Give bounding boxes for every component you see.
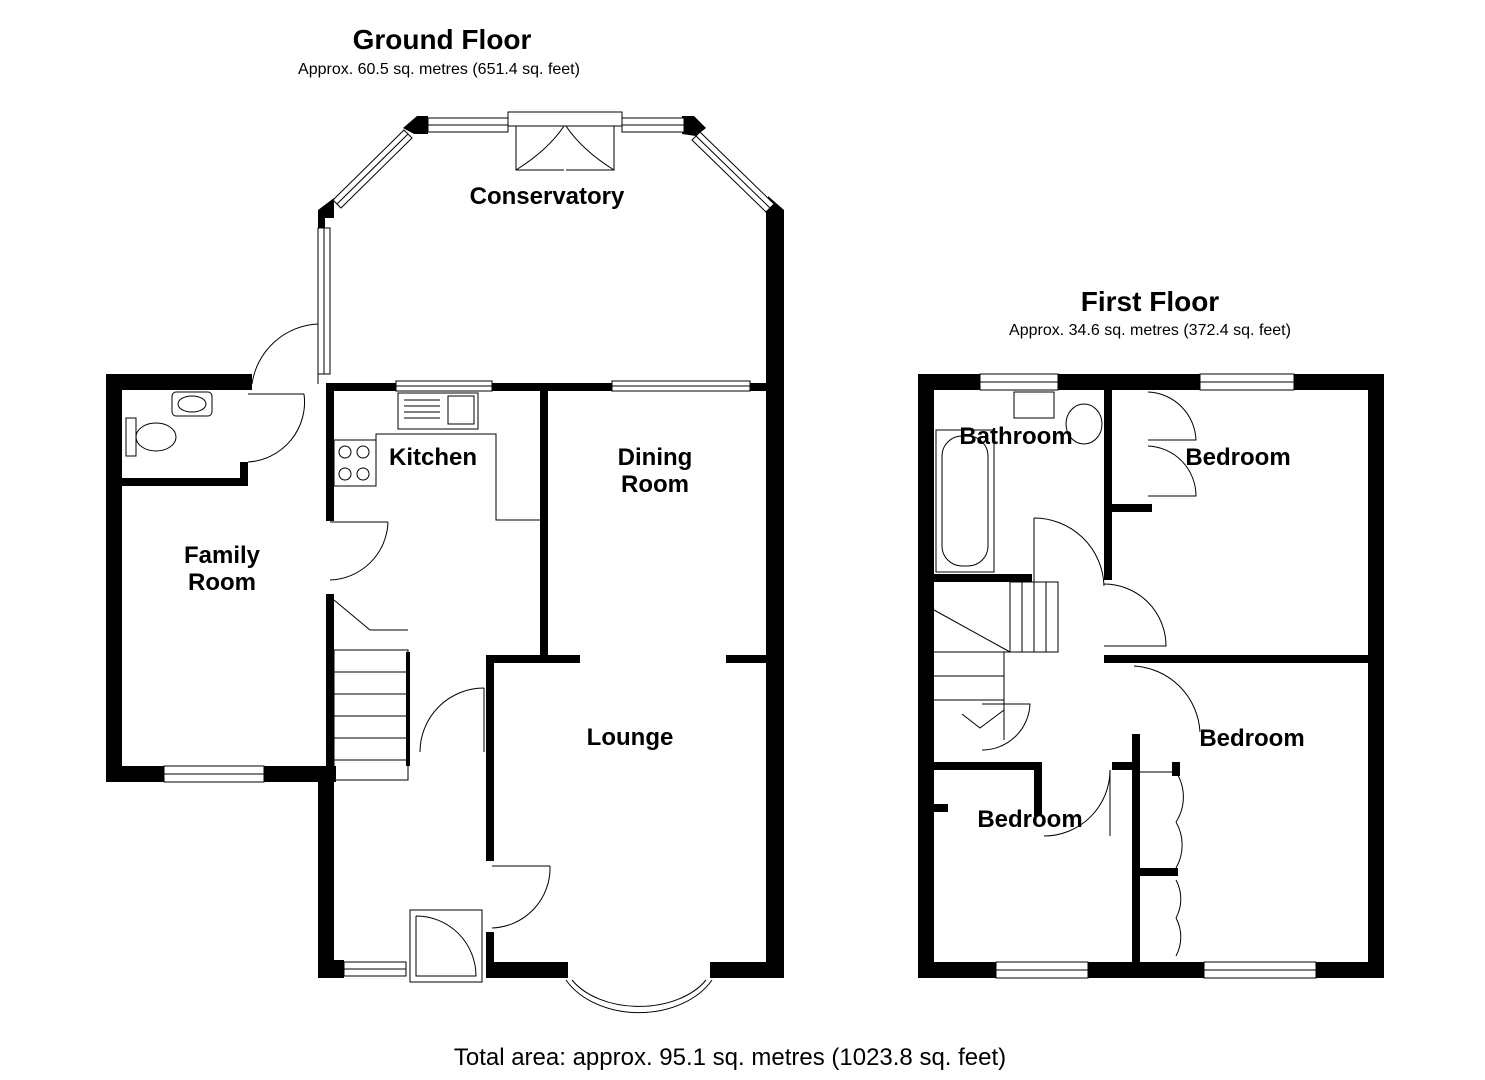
family-room-north-wall [106, 374, 252, 390]
kitchen-door [329, 521, 389, 581]
cloakroom-toilet-cistern [125, 417, 137, 457]
hall-west-wall [318, 766, 334, 978]
bathroom-east-wall [1104, 390, 1112, 580]
french-door-left [515, 126, 564, 171]
understairs-door [419, 687, 485, 753]
bathroom-basin [1013, 391, 1055, 419]
room-label-bedroom-left: Bedroom [977, 806, 1082, 833]
ground-floor-area: Approx. 60.5 sq. metres (651.4 sq. feet) [298, 61, 580, 78]
kitchen-hob [333, 439, 377, 487]
conservatory-door [251, 323, 319, 385]
conservatory-corner-top-left [403, 116, 428, 134]
wardrobe-door-right-2 [1175, 879, 1182, 919]
kitchen-west-wall [326, 383, 334, 521]
french-door-right [566, 126, 615, 171]
bedroom-divider-wall [1104, 655, 1368, 663]
room-label-conservatory: Conservatory [470, 183, 625, 210]
bedroom-left-door [1043, 769, 1111, 837]
bath [935, 429, 995, 573]
ground-floor-title: Ground Floor [352, 24, 532, 55]
lounge-west-wall [486, 655, 494, 861]
front-door-frame [409, 909, 483, 983]
room-label-dining-2: Room [621, 471, 689, 498]
conservatory-corner-right [768, 196, 784, 216]
kitchen-dining-wall [540, 383, 548, 655]
front-door [415, 915, 477, 977]
cloakroom-wall [122, 478, 248, 486]
bathroom-south-wall [934, 574, 1032, 582]
room-label-bedroom-right: Bedroom [1199, 725, 1304, 752]
family-room-west-wall [106, 374, 122, 782]
kitchen-worktop [375, 433, 540, 521]
bathroom-door [1033, 517, 1105, 587]
bedroom-right-door [1133, 665, 1201, 733]
room-label-bathroom: Bathroom [959, 423, 1072, 450]
east-wall [766, 210, 784, 978]
bathroom-toilet [1065, 403, 1103, 445]
landing-cupboard-door [981, 703, 1031, 751]
cloakroom-toilet [135, 422, 177, 452]
lounge-bay-window [565, 979, 713, 1014]
cloakroom-door [247, 393, 306, 463]
first-floor-title: First Floor [1080, 286, 1220, 317]
conservatory-french-door-frame [507, 111, 623, 127]
ground-floor-plan: Conservatory Kitchen Dining Room Family … [106, 111, 784, 1014]
room-label-kitchen: Kitchen [389, 444, 477, 471]
stair-arrow [961, 709, 1005, 729]
room-label-bedroom-top: Bedroom [1185, 444, 1290, 471]
room-label-family: Family [184, 542, 261, 569]
wardrobe-door-right-1 [1175, 771, 1184, 823]
bedroom-top-door [1103, 583, 1167, 647]
first-east-wall [1368, 374, 1384, 978]
first-floor-plan: Bathroom Bedroom Bedroom Bedroom [918, 373, 1384, 979]
ground-stairs [333, 599, 408, 631]
total-area: Total area: approx. 95.1 sq. metres (102… [453, 1044, 1007, 1071]
room-label-family-2: Room [188, 569, 256, 596]
room-label-lounge: Lounge [587, 724, 674, 751]
first-west-wall [918, 374, 934, 978]
wardrobe-door-top-1 [1147, 391, 1197, 441]
first-floor-area: Approx. 34.6 sq. metres (372.4 sq. feet) [1009, 322, 1291, 339]
conservatory-corner-top-right [682, 116, 706, 136]
bedroom-right-west-wall [1132, 734, 1140, 962]
kitchen-sink [397, 392, 479, 430]
room-label-dining: Dining [618, 444, 693, 471]
lounge-door [491, 865, 551, 929]
